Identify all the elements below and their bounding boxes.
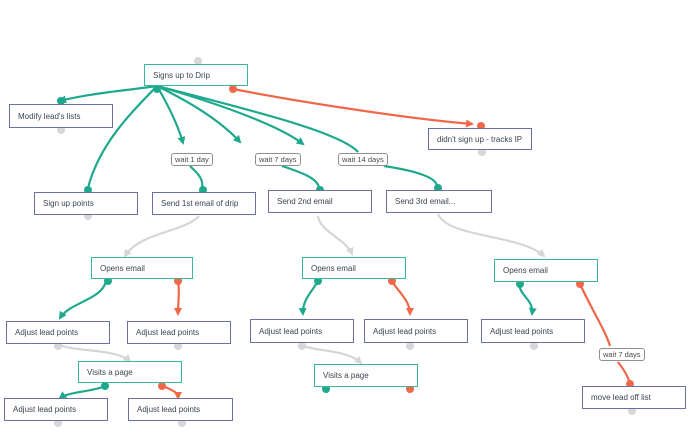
yes-connector bbox=[383, 164, 439, 187]
opens-email-node-3[interactable]: Opens email bbox=[494, 259, 598, 282]
yes-connector bbox=[189, 165, 204, 189]
adjust-lead-points-node-2[interactable]: Adjust lead points bbox=[127, 321, 231, 344]
wait-14-days-label[interactable]: wait 14 days bbox=[338, 153, 388, 166]
adjust-lead-points-node-1[interactable]: Adjust lead points bbox=[6, 321, 110, 344]
no-connector bbox=[174, 280, 183, 316]
modify-leads-lists-node[interactable]: Modify lead's lists bbox=[9, 104, 113, 128]
adjust-lead-points-node-6[interactable]: Adjust lead points bbox=[4, 398, 108, 421]
visits-page-node-1[interactable]: Visits a page bbox=[78, 361, 182, 383]
wait-1-day-label[interactable]: wait 1 day bbox=[171, 153, 213, 166]
next-connector bbox=[57, 343, 132, 363]
no-connector bbox=[391, 280, 414, 316]
yes-connector bbox=[86, 85, 158, 189]
no-connector bbox=[232, 87, 474, 128]
yes-connector bbox=[281, 164, 321, 189]
adjust-lead-points-node-3[interactable]: Adjust lead points bbox=[250, 319, 354, 343]
adjust-lead-points-node-5[interactable]: Adjust lead points bbox=[481, 319, 585, 343]
no-connector bbox=[579, 283, 612, 347]
send-3rd-email-node[interactable]: Send 3rd email... bbox=[386, 190, 492, 213]
visits-page-node-2[interactable]: Visits a page bbox=[314, 364, 418, 387]
opens-email-node-2[interactable]: Opens email bbox=[302, 257, 406, 279]
move-lead-off-list-node[interactable]: move lead off list bbox=[582, 386, 686, 409]
wait-7-days-label[interactable]: wait 7 days bbox=[255, 153, 301, 166]
yes-connector bbox=[156, 84, 359, 153]
yes-connector bbox=[58, 384, 107, 400]
adjust-lead-points-node-7[interactable]: Adjust lead points bbox=[128, 398, 233, 421]
didnt-sign-up-node[interactable]: didn't sign up - tracks IP bbox=[428, 128, 532, 150]
wait-7-days-label-2[interactable]: wait 7 days bbox=[599, 348, 645, 361]
yes-connector bbox=[298, 280, 319, 316]
opens-email-node-1[interactable]: Opens email bbox=[91, 257, 193, 279]
signs-up-to-drip-node[interactable]: Signs up to Drip bbox=[144, 64, 248, 86]
yes-connector bbox=[156, 84, 305, 146]
next-connector bbox=[123, 215, 200, 258]
yes-connector bbox=[58, 280, 108, 320]
yes-connector bbox=[156, 85, 186, 145]
send-2nd-email-node[interactable]: Send 2nd email bbox=[268, 190, 372, 213]
send-1st-email-node[interactable]: Send 1st email of drip bbox=[152, 192, 256, 215]
adjust-lead-points-node-4[interactable]: Adjust lead points bbox=[364, 319, 468, 343]
next-connector bbox=[300, 343, 363, 365]
sign-up-points-node[interactable]: Sign up points bbox=[34, 192, 138, 215]
yes-connector bbox=[58, 84, 158, 104]
yes-connector bbox=[517, 283, 537, 316]
yes-connector bbox=[156, 85, 242, 144]
next-connector bbox=[436, 213, 546, 258]
next-connector bbox=[316, 215, 354, 256]
